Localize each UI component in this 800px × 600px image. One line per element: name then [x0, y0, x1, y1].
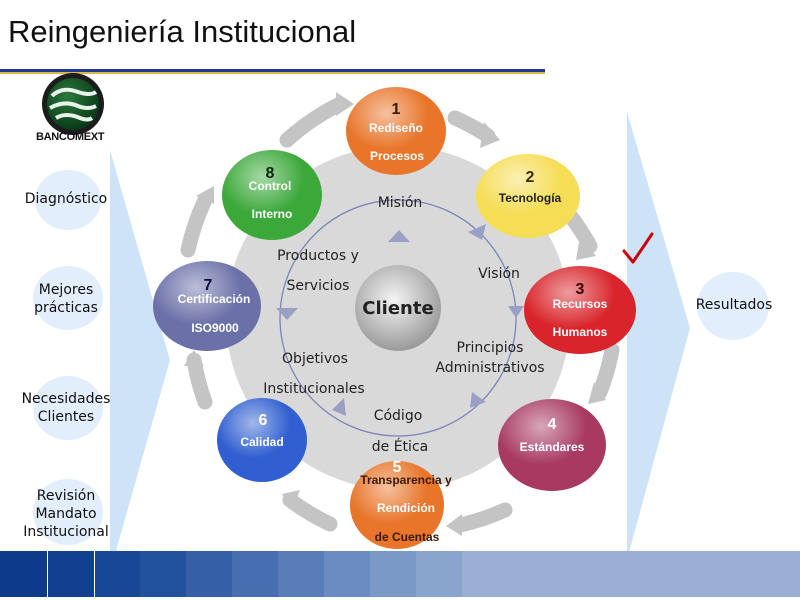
- node-number: 7: [204, 277, 213, 294]
- inner-label: Institucionales: [263, 381, 364, 397]
- node-4: [498, 399, 606, 491]
- input-bubble: [33, 376, 103, 440]
- inner-label: Código: [374, 408, 423, 424]
- node-7: [153, 261, 261, 351]
- input-bubble: [33, 266, 103, 330]
- input-label-revision-mandato: Revisión Mandato Institucional: [23, 488, 109, 540]
- node-label: Control: [249, 179, 292, 193]
- center-label: Cliente: [362, 298, 433, 319]
- inner-label: Servicios: [287, 278, 350, 294]
- output-label-resultados: Resultados: [695, 297, 773, 313]
- node-number: 5: [393, 459, 402, 476]
- node-number: 3: [576, 281, 585, 298]
- title-underline-accent: [0, 72, 545, 74]
- node-number: 6: [259, 412, 268, 429]
- node-label: de Cuentas: [375, 530, 440, 544]
- node-8: [222, 150, 322, 240]
- node-number: 2: [526, 169, 535, 186]
- node-label: Tecnología: [499, 191, 562, 205]
- inner-label: Visión: [478, 266, 520, 282]
- logo-wordmark: BANCOMEXT: [36, 131, 105, 143]
- input-bubble: [35, 170, 101, 230]
- input-label-diagnostico: Diagnóstico: [24, 191, 108, 207]
- node-label: Calidad: [240, 435, 283, 449]
- inner-label: Misión: [378, 195, 423, 211]
- node-label: Procesos: [370, 149, 424, 163]
- node-6: [217, 398, 307, 482]
- title-underline: [0, 69, 545, 72]
- node-3: [524, 266, 636, 354]
- node-label: Rediseño: [369, 121, 423, 135]
- inner-label: Productos y: [277, 248, 359, 264]
- node-5: [350, 461, 444, 549]
- node-label: Estándares: [520, 440, 585, 454]
- bancomext-logo-icon: [42, 73, 104, 135]
- inner-cycle-arrowheads: [276, 224, 524, 416]
- input-label-mejores-practicas: Mejores prácticas: [34, 282, 98, 316]
- inner-label: Principios: [457, 340, 524, 356]
- inner-label: Administrativos: [435, 360, 544, 376]
- center-hub: [355, 265, 441, 351]
- outer-cycle-arrowheads: [184, 92, 606, 536]
- node-label: Recursos: [553, 297, 608, 311]
- page-title: Reingeniería Institucional: [8, 14, 357, 49]
- node-label: ISO9000: [191, 321, 239, 335]
- input-bubble: [33, 479, 103, 545]
- node-label: Transparencia y: [360, 473, 452, 487]
- output-bubble: [697, 272, 769, 340]
- node-label: Interno: [252, 207, 293, 221]
- inner-label: de Ética: [372, 438, 428, 455]
- node-number: 1: [392, 101, 401, 118]
- node-2: [476, 154, 580, 238]
- checkmark-icon: [622, 232, 654, 264]
- node-1: [346, 87, 446, 175]
- node-label: Humanos: [553, 325, 608, 339]
- inner-label: Objetivos: [282, 351, 348, 367]
- input-label-necesidades-clientes: Necesidades Clientes: [21, 391, 111, 425]
- input-arrow: [110, 150, 170, 572]
- node-number: 4: [548, 416, 557, 433]
- node-number: 8: [266, 165, 275, 182]
- node-label: Rendición: [377, 501, 435, 515]
- node-label: Certificación: [178, 292, 251, 306]
- output-arrow: [627, 112, 690, 560]
